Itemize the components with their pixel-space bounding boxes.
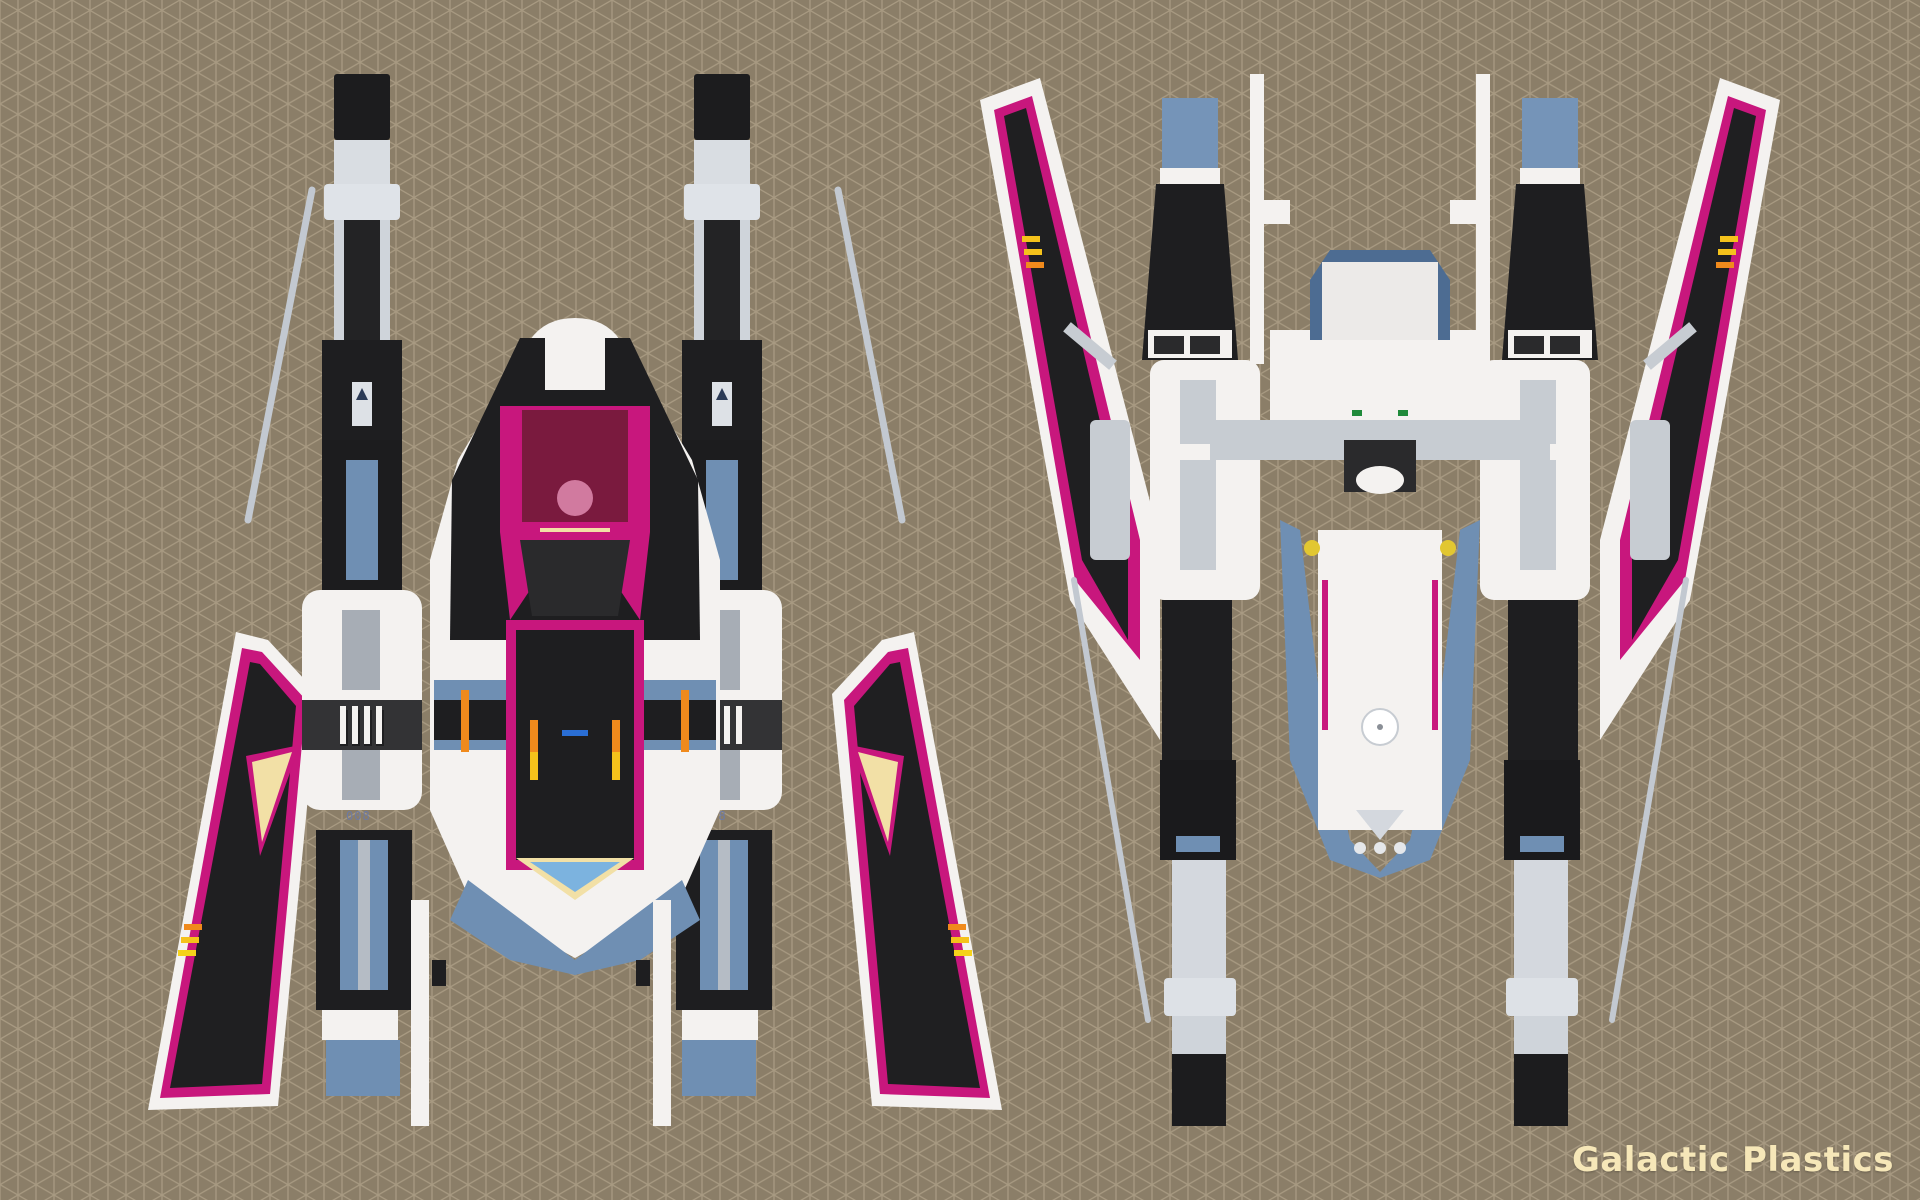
right-wing: [832, 632, 1002, 1110]
watermark-logo: Galactic Plastics: [1571, 1140, 1894, 1180]
right-sfoil-wing: [1600, 78, 1780, 740]
wing-struts: [1071, 577, 1689, 1023]
left-engine-nacelle: 008: [302, 74, 422, 1096]
left-sfoil-wing: [980, 78, 1160, 740]
cockpit-canopy: [500, 406, 650, 620]
central-body: [1210, 250, 1550, 494]
left-engine: [1142, 98, 1260, 1126]
landing-gear: [411, 900, 671, 1126]
engine-pod-marking: 008: [346, 809, 371, 823]
antenna-fins: [1250, 74, 1490, 364]
right-engine: [1480, 98, 1598, 1126]
central-fuselage: [430, 318, 720, 975]
wing-struts: [244, 186, 906, 524]
left-wing: [148, 632, 318, 1110]
lower-hull: [1280, 520, 1480, 878]
